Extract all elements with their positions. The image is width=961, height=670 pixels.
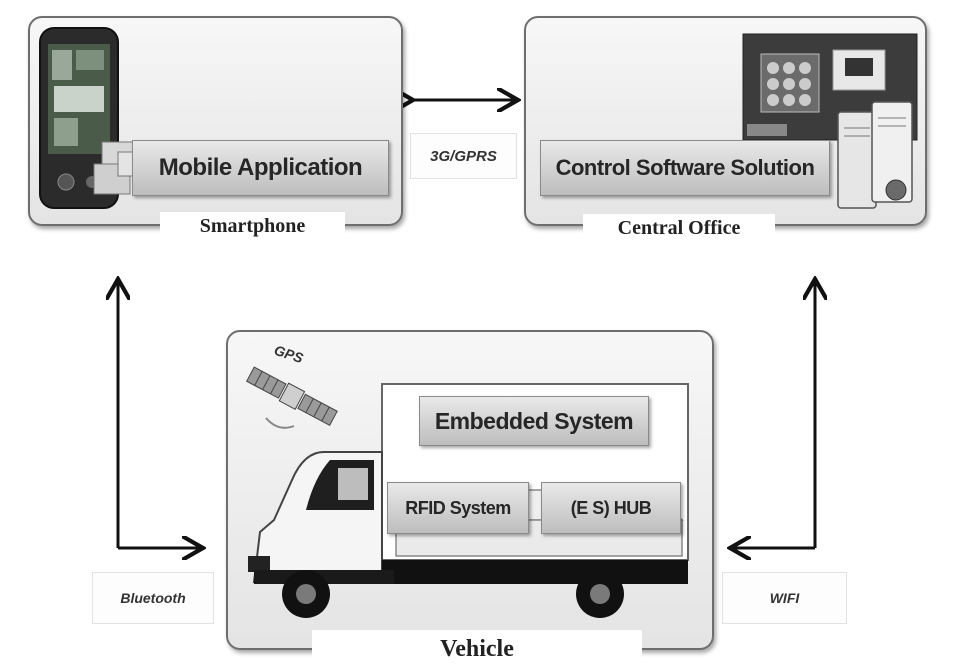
vehicle-node: GPS Embedded System RFID System (E S) HU… xyxy=(226,330,714,650)
link-3g-gprs-label: 3G/GPRS xyxy=(410,133,517,179)
link-wifi-label: WIFI xyxy=(722,572,847,624)
vehicle-caption: Vehicle xyxy=(312,630,642,668)
central-office-caption: Central Office xyxy=(583,214,775,242)
central-office-node: Control Software Solution xyxy=(524,16,927,226)
satellite-icon xyxy=(246,366,338,429)
rfid-system-label: RFID System xyxy=(387,482,529,534)
control-software-solution-label: Control Software Solution xyxy=(540,140,830,196)
embedded-system-label: Embedded System xyxy=(419,396,649,446)
smartphone-caption: Smartphone xyxy=(160,212,345,240)
mobile-application-label: Mobile Application xyxy=(132,140,389,196)
smartphone-icon xyxy=(39,27,147,209)
es-hub-label: (E S) HUB xyxy=(541,482,681,534)
server-icon xyxy=(837,101,913,209)
link-bluetooth-label: Bluetooth xyxy=(92,572,214,624)
smartphone-node: Mobile Application xyxy=(28,16,403,226)
